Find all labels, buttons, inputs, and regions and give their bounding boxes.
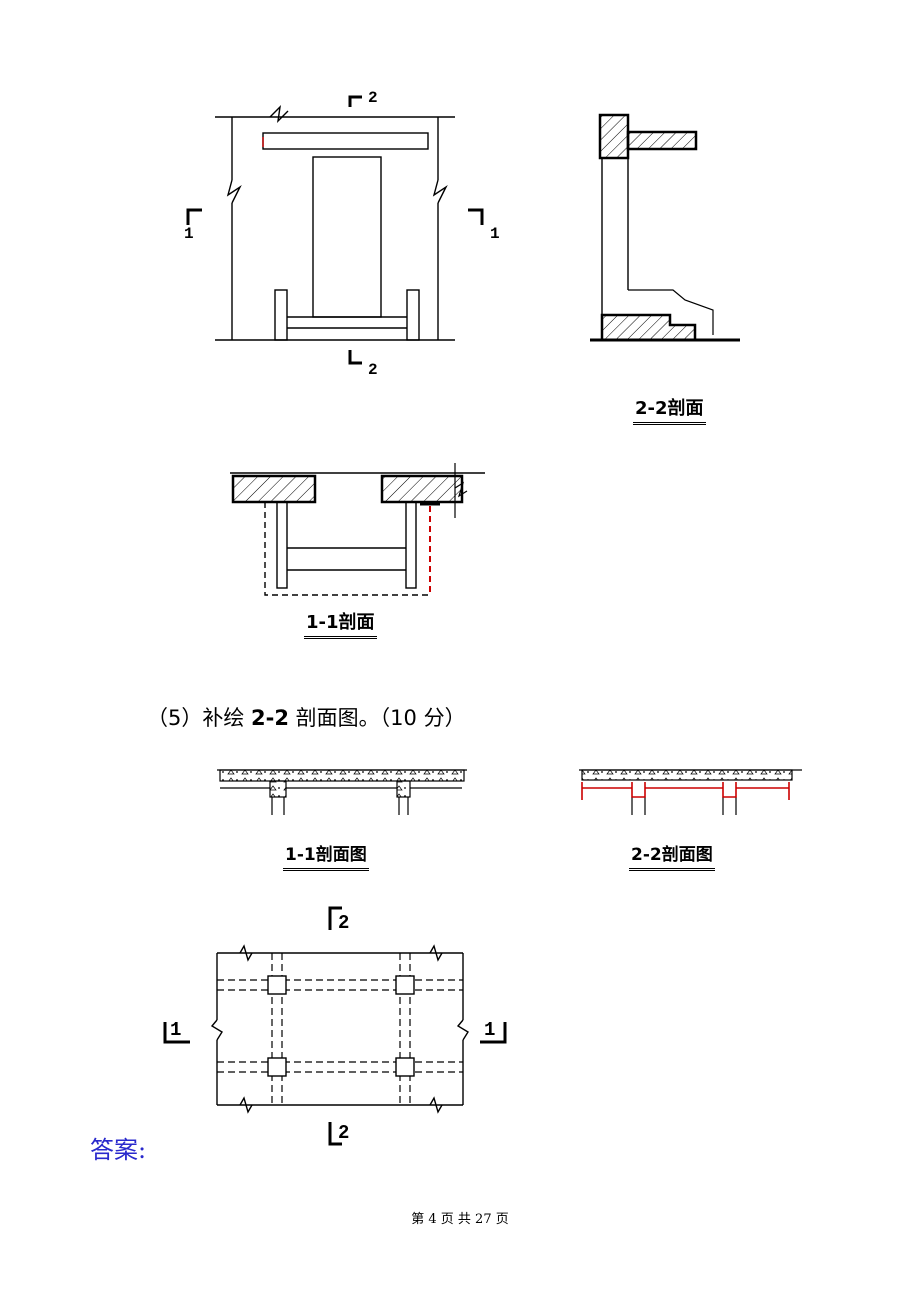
section-mark-1-left: 1 bbox=[184, 225, 194, 243]
beam-mark-1-left: 1 bbox=[170, 1019, 182, 1041]
question-bold: 2-2 bbox=[251, 706, 289, 730]
beam-mark-1-right: 1 bbox=[484, 1019, 496, 1041]
caption-slab-2-2: 2-2剖面图 bbox=[629, 844, 715, 871]
question-prefix: （5）补绘 bbox=[147, 706, 252, 730]
beam-mark-2-bottom: 2 bbox=[338, 1122, 350, 1144]
question-5: （5）补绘 2-2 剖面图。（10 分） bbox=[147, 702, 466, 732]
section-1-1-drawing-top bbox=[230, 463, 485, 596]
section-2-2-drawing-top bbox=[590, 113, 740, 342]
caption-1-1-section: 1-1剖面 bbox=[304, 612, 377, 639]
question-suffix: 剖面图。（10 分） bbox=[289, 706, 466, 730]
plan-drawing-top bbox=[186, 95, 484, 365]
answer-label: 答案: bbox=[90, 1136, 147, 1164]
caption-slab-1-1: 1-1剖面图 bbox=[283, 844, 369, 871]
slab-section-1-1-drawing bbox=[217, 769, 467, 815]
slab-section-2-2-drawing bbox=[579, 769, 802, 815]
beam-mark-2-top: 2 bbox=[338, 912, 350, 934]
page-footer: 第 4 页 共 27 页 bbox=[411, 1212, 509, 1227]
section-mark-1-right: 1 bbox=[490, 225, 500, 243]
beam-plan-drawing bbox=[163, 906, 507, 1146]
caption-2-2-section: 2-2剖面 bbox=[633, 398, 706, 425]
section-mark-2-top: 2 bbox=[368, 89, 378, 107]
section-mark-2-bottom: 2 bbox=[368, 361, 378, 379]
